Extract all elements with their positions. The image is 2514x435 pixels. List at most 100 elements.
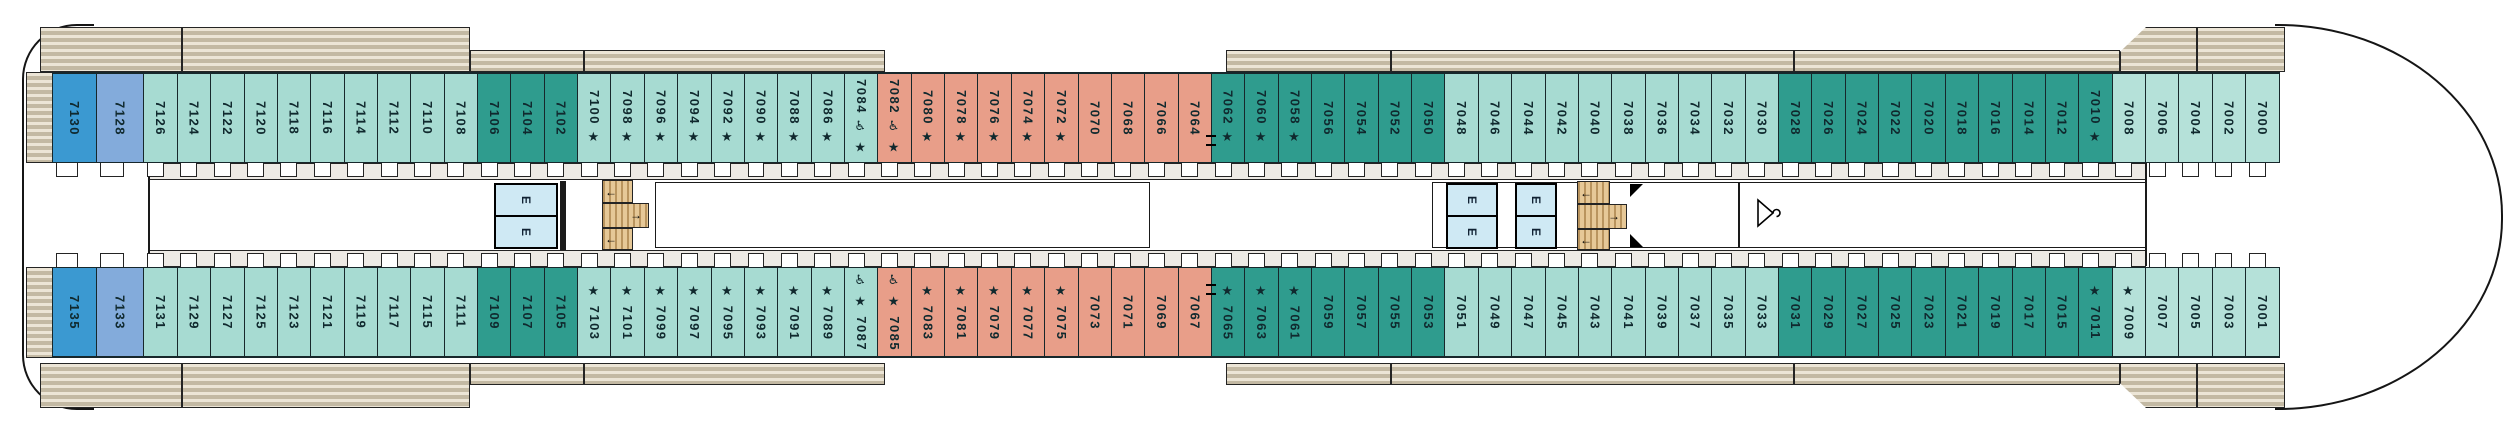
cabin-7028[interactable]: 7028: [1778, 72, 1813, 177]
cabin-7086[interactable]: 7086 ★: [810, 72, 846, 177]
cabin-7074[interactable]: 7074 ★: [1010, 72, 1046, 177]
cabin-7130[interactable]: 7130: [51, 72, 97, 177]
stairs-aft[interactable]: [602, 203, 649, 228]
cabin-7022[interactable]: 7022: [1878, 72, 1913, 177]
cabin-7076[interactable]: 7076 ★: [977, 72, 1012, 177]
cabin-7048[interactable]: 7048: [1444, 72, 1479, 177]
cabin-7090[interactable]: 7090 ★: [743, 72, 779, 177]
cabin-7066[interactable]: 7066: [1144, 72, 1179, 177]
cabin-7109[interactable]: 7109: [477, 253, 512, 358]
cabin-7031[interactable]: 7031: [1778, 253, 1813, 358]
stairs-aft[interactable]: [602, 180, 633, 203]
cabin-7117[interactable]: 7117: [376, 253, 412, 358]
cabin-7004[interactable]: 7004: [2178, 72, 2213, 177]
cabin-7026[interactable]: 7026: [1811, 72, 1846, 177]
stairs-midship[interactable]: [1577, 229, 1610, 250]
cabin-7087[interactable]: ♿ ★ 7087: [843, 253, 879, 358]
cabin-7056[interactable]: 7056: [1311, 72, 1346, 177]
cabin-7016[interactable]: 7016: [1978, 72, 2013, 177]
cabin-7064[interactable]: 7064: [1177, 72, 1213, 177]
cabin-7092[interactable]: 7092 ★: [710, 72, 746, 177]
cabin-7023[interactable]: 7023: [1911, 253, 1947, 358]
cabin-7029[interactable]: 7029: [1811, 253, 1846, 358]
cabin-7037[interactable]: 7037: [1677, 253, 1713, 358]
cabin-7067[interactable]: 7067: [1177, 253, 1213, 358]
cabin-7047[interactable]: 7047: [1511, 253, 1546, 358]
cabin-7114[interactable]: 7114: [343, 72, 379, 177]
cabin-7088[interactable]: 7088 ★: [777, 72, 812, 177]
cabin-7105[interactable]: 7105: [543, 253, 579, 358]
cabin-7091[interactable]: ★ 7091: [777, 253, 812, 358]
cabin-7052[interactable]: 7052: [1377, 72, 1413, 177]
cabin-7017[interactable]: 7017: [2011, 253, 2047, 358]
cabin-7000[interactable]: 7000: [2245, 72, 2280, 177]
cabin-7003[interactable]: 7003: [2211, 253, 2247, 358]
cabin-7070[interactable]: 7070: [1077, 72, 1113, 177]
cabin-7024[interactable]: 7024: [1844, 72, 1880, 177]
cabin-7054[interactable]: 7054: [1344, 72, 1379, 177]
cabin-7049[interactable]: 7049: [1477, 253, 1513, 358]
cabin-7011[interactable]: ★ 7011: [2078, 253, 2113, 358]
cabin-7002[interactable]: 7002: [2211, 72, 2247, 177]
cabin-7044[interactable]: 7044: [1511, 72, 1546, 177]
elevator-bank-midship-2[interactable]: E E: [1515, 183, 1557, 249]
cabin-7102[interactable]: 7102: [543, 72, 579, 177]
cabin-7012[interactable]: 7012: [2044, 72, 2080, 177]
cabin-7015[interactable]: 7015: [2044, 253, 2080, 358]
cabin-7050[interactable]: 7050: [1411, 72, 1446, 177]
cabin-7065[interactable]: ★ 7065: [1205, 253, 1246, 358]
cabin-7021[interactable]: 7021: [1944, 253, 1980, 358]
cabin-7127[interactable]: 7127: [210, 253, 245, 358]
cabin-7094[interactable]: 7094 ★: [677, 72, 712, 177]
cabin-7036[interactable]: 7036: [1644, 72, 1680, 177]
cabin-7106[interactable]: 7106: [477, 72, 512, 177]
cabin-7035[interactable]: 7035: [1711, 253, 1746, 358]
cabin-7107[interactable]: 7107: [510, 253, 545, 358]
cabin-7008[interactable]: 7008: [2111, 72, 2147, 177]
cabin-7084[interactable]: 7084 ♿ ★: [843, 72, 879, 177]
cabin-7051[interactable]: 7051: [1444, 253, 1479, 358]
cabin-7121[interactable]: 7121: [310, 253, 345, 358]
cabin-7082[interactable]: 7082 ♿ ★: [877, 72, 912, 177]
cabin-7040[interactable]: 7040: [1577, 72, 1613, 177]
cabin-7111[interactable]: 7111: [443, 253, 479, 358]
cabin-7062[interactable]: 7062 ★: [1205, 72, 1246, 177]
cabin-7083[interactable]: ★ 7083: [910, 253, 946, 358]
cabin-7077[interactable]: ★ 7077: [1010, 253, 1046, 358]
cabin-7053[interactable]: 7053: [1411, 253, 1446, 358]
cabin-7131[interactable]: 7131: [143, 253, 178, 358]
cabin-7018[interactable]: 7018: [1944, 72, 1980, 177]
cabin-7125[interactable]: 7125: [243, 253, 279, 358]
cabin-7058[interactable]: 7058 ★: [1277, 72, 1313, 177]
cabin-7115[interactable]: 7115: [410, 253, 445, 358]
cabin-7101[interactable]: ★ 7101: [610, 253, 646, 358]
cabin-7081[interactable]: ★ 7081: [944, 253, 979, 358]
cabin-7010[interactable]: 7010 ★: [2078, 72, 2113, 177]
elevator-cell[interactable]: E: [1448, 217, 1496, 247]
cabin-7030[interactable]: 7030: [1744, 72, 1780, 177]
cabin-7097[interactable]: ★ 7097: [677, 253, 712, 358]
elevator-bank-aft[interactable]: E E: [494, 183, 558, 249]
cabin-7096[interactable]: 7096 ★: [643, 72, 679, 177]
cabin-7093[interactable]: ★ 7093: [743, 253, 779, 358]
cabin-7057[interactable]: 7057: [1344, 253, 1379, 358]
cabin-7038[interactable]: 7038: [1611, 72, 1646, 177]
cabin-7112[interactable]: 7112: [376, 72, 412, 177]
cabin-7063[interactable]: ★ 7063: [1244, 253, 1279, 358]
cabin-7123[interactable]: 7123: [276, 253, 312, 358]
cabin-7108[interactable]: 7108: [443, 72, 479, 177]
cabin-7118[interactable]: 7118: [276, 72, 312, 177]
stairs-midship[interactable]: [1577, 204, 1627, 229]
cabin-7135[interactable]: 7135: [51, 253, 97, 358]
cabin-7095[interactable]: ★ 7095: [710, 253, 746, 358]
stairs-aft[interactable]: [602, 228, 633, 250]
cabin-7061[interactable]: ★ 7061: [1277, 253, 1313, 358]
cabin-7069[interactable]: 7069: [1144, 253, 1179, 358]
cabin-7041[interactable]: 7041: [1611, 253, 1646, 358]
cabin-7033[interactable]: 7033: [1744, 253, 1780, 358]
cabin-7001[interactable]: 7001: [2245, 253, 2280, 358]
cabin-7126[interactable]: 7126: [143, 72, 178, 177]
cabin-7122[interactable]: 7122: [210, 72, 245, 177]
cabin-7089[interactable]: ★ 7089: [810, 253, 846, 358]
cabin-7073[interactable]: 7073: [1077, 253, 1113, 358]
